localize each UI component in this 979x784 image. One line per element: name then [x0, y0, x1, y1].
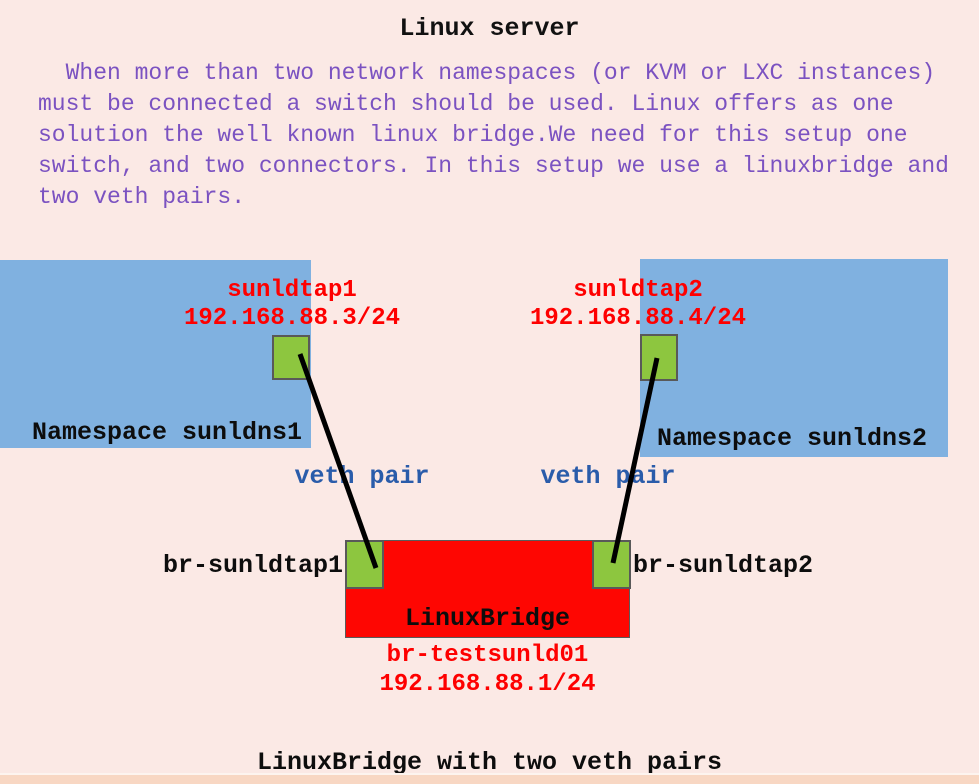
namespace-label-sunldns2: Namespace sunldns2 — [657, 424, 928, 453]
namespace-box-sunldns1 — [0, 260, 311, 448]
veth-pair-label-right: veth pair — [540, 462, 676, 491]
veth-line-left — [297, 353, 379, 569]
tap1-ip-label: 192.168.88.3/24 — [183, 305, 401, 332]
veth-pair-label-left: veth pair — [294, 462, 430, 491]
bridge-ip-label: 192.168.88.1/24 — [379, 671, 596, 698]
bridge-port-br-sunldtap1 — [345, 540, 384, 589]
footer-edge-highlight — [0, 773, 979, 775]
description-line: switch, and two connectors. In this setu… — [38, 153, 949, 179]
namespace-box-sunldns2 — [640, 259, 948, 457]
footer-strip — [0, 775, 979, 784]
namespace-label-sunldns1: Namespace sunldns1 — [32, 418, 303, 447]
description-line: must be connected a switch should be use… — [38, 91, 894, 117]
linux-bridge-box — [345, 540, 630, 638]
bridge-label: LinuxBridge — [404, 604, 571, 633]
page-title: Linux server — [399, 14, 580, 43]
diagram-caption: LinuxBridge with two veth pairs — [256, 748, 723, 777]
bridge-port-left-label: br-sunldtap1 — [162, 551, 343, 580]
tap-interface-sunldtap1 — [272, 335, 310, 380]
description-line: When more than two network namespaces (o… — [38, 60, 936, 86]
bridge-name-label: br-testsunld01 — [386, 642, 589, 669]
tap2-name-label: sunldtap2 — [573, 277, 703, 304]
tap-interface-sunldtap2 — [640, 334, 678, 381]
tap1-name-label: sunldtap1 — [227, 277, 357, 304]
description-line: solution the well known linux bridge.We … — [38, 122, 908, 148]
description-paragraph: When more than two network namespaces (o… — [38, 58, 958, 213]
bridge-port-br-sunldtap2 — [592, 540, 631, 589]
description-line: two veth pairs. — [38, 184, 246, 210]
tap2-ip-label: 192.168.88.4/24 — [529, 305, 747, 332]
bridge-port-right-label: br-sunldtap2 — [633, 551, 814, 580]
